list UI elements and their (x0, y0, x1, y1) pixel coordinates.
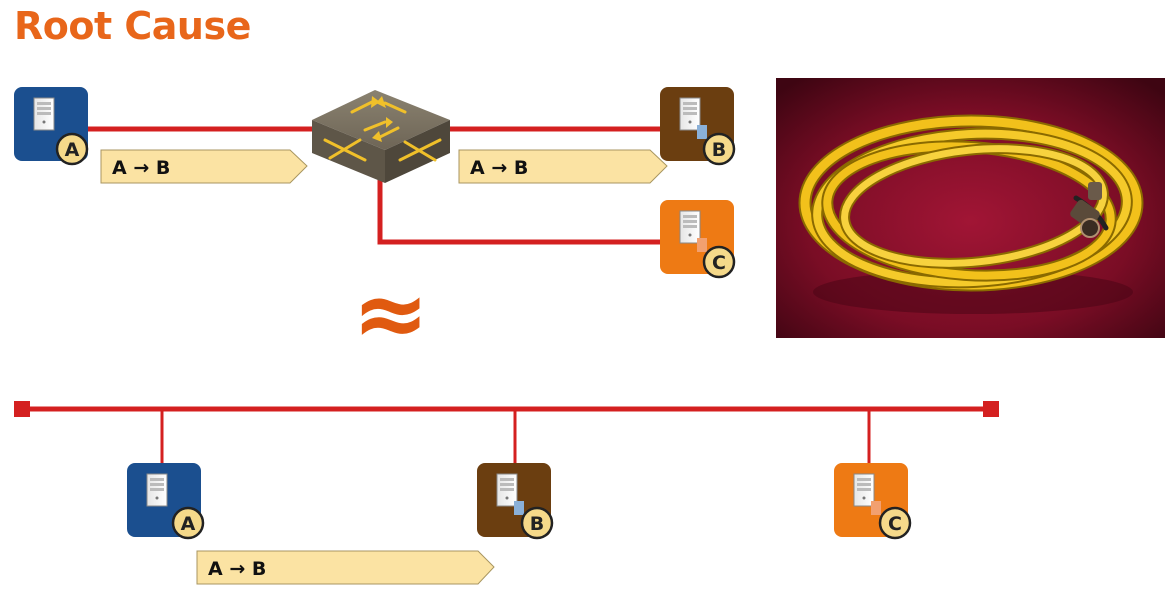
flow-arrow-a-to-b: A → B (196, 550, 495, 585)
approximately-equal-symbol: ≈ (352, 260, 430, 367)
badge-c-label: C (712, 252, 726, 274)
flow-arrow-a-to-switch: A → B (100, 149, 308, 184)
server-b: B (660, 87, 736, 166)
shared-bus-network: A B C A → B (14, 401, 999, 585)
flow-label: A → B (112, 157, 170, 179)
server-b: B (477, 463, 554, 540)
badge-b-label: B (712, 139, 726, 161)
server-a: A (127, 463, 205, 540)
server-a: A (14, 87, 89, 166)
link-switch-c (377, 170, 662, 245)
badge-b-label: B (530, 513, 544, 535)
switch-icon (312, 90, 450, 183)
cable-photo (776, 78, 1165, 338)
bus-terminator-right (983, 401, 999, 417)
switched-network: A B C A → B A → B (14, 87, 736, 279)
badge-c-label: C (888, 513, 902, 535)
badge-a-label: A (181, 513, 196, 535)
server-c: C (834, 463, 912, 540)
page-title: Root Cause (14, 4, 251, 48)
flow-arrow-switch-to-b: A → B (458, 149, 668, 184)
flow-label: A → B (470, 157, 528, 179)
server-c: C (660, 200, 736, 279)
bus-terminator-left (14, 401, 30, 417)
flow-label: A → B (208, 558, 266, 580)
badge-a-label: A (65, 139, 80, 161)
